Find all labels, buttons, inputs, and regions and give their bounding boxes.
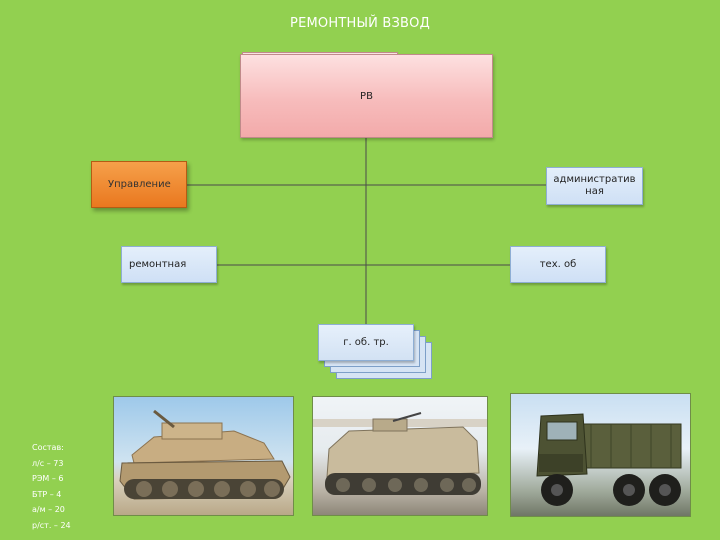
node-administrativnaya-label: административ ная (553, 174, 636, 197)
node-rv-label: РВ (360, 91, 373, 102)
sostav-item: БТР – 4 (32, 489, 62, 499)
sostav-item: р/ст. – 24 (32, 520, 71, 530)
sostav-heading: Состав: (32, 443, 64, 452)
photo-military-truck (510, 393, 691, 517)
photo-armored-personnel-carrier (312, 396, 488, 516)
node-rv: РВ (240, 54, 493, 138)
node-g-ob-tr-label: г. об. тр. (343, 337, 389, 348)
node-upravlenie: Управление (91, 161, 187, 208)
sostav-item: РЭМ – 6 (32, 474, 64, 483)
node-upravlenie-label: Управление (108, 179, 171, 190)
sostav-item: а/м – 20 (32, 505, 65, 514)
node-teh-ob: тех. об (510, 246, 606, 283)
node-administrativnaya: административ ная (546, 167, 643, 205)
tank-illustration (119, 409, 291, 500)
apc-illustration (313, 412, 487, 495)
diagram-title: РЕМОНТНЫЙ ВЗВОД (290, 16, 430, 31)
node-remontnaya: ремонтная (121, 246, 217, 283)
truck-illustration (536, 413, 682, 506)
photo-recovery-vehicle (113, 396, 294, 516)
sostav-list: Состав: л/с – 73 РЭМ – 6 БТР – 4 а/м – 2… (32, 440, 112, 533)
node-remontnaya-label: ремонтная (129, 259, 187, 270)
node-teh-ob-label: тех. об (539, 259, 577, 270)
sostav-item: л/с – 73 (32, 458, 64, 468)
node-g-ob-tr: г. об. тр. (318, 324, 414, 361)
